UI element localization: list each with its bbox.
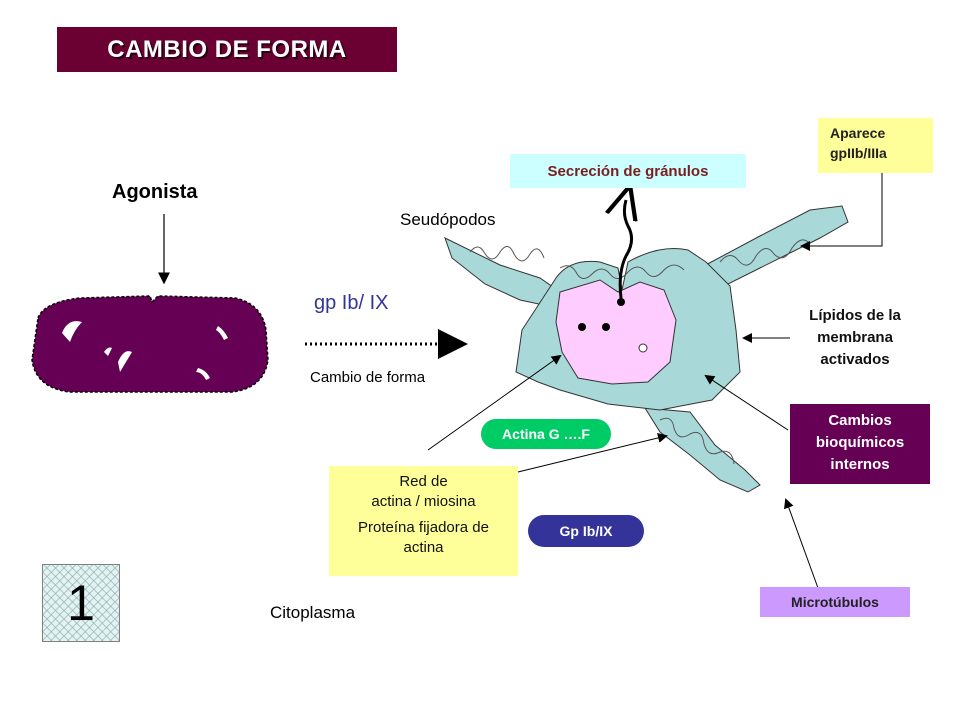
seudopodos-label: Seudópodos (400, 210, 496, 229)
microtubule-coil (719, 239, 811, 266)
resting-platelet (31, 295, 269, 393)
microtubule-coil (659, 417, 735, 465)
red-actina-box: Red de actina / miosina Proteína fijador… (329, 466, 518, 576)
granule (617, 298, 625, 306)
cambios-line: internos (830, 456, 890, 473)
cambios-line: Cambios (828, 412, 892, 429)
red-actina-pointer (427, 354, 562, 451)
gp-ib-ix-oval: Gp Ib/IX (528, 515, 644, 547)
cambios-box: Cambios bioquímicos internos (790, 404, 930, 484)
red-actina-line: Red de (399, 473, 448, 490)
aparece-connector (800, 170, 883, 251)
cambios-line: bioquímicos (815, 434, 905, 451)
resting-granule (62, 321, 82, 342)
agonista-label: Agonista (112, 181, 198, 203)
lipidos-line: membrana (817, 329, 893, 346)
granule (578, 323, 586, 331)
citoplasma-label: Citoplasma (270, 603, 356, 622)
page-title: CAMBIO DE FORMA (57, 27, 397, 72)
resting-granule (118, 351, 132, 372)
slide-number: 1 (42, 564, 120, 642)
lipidos-line: activados (820, 351, 890, 368)
red-actina-line: actina (403, 539, 444, 556)
red-actina-line: actina / miosina (371, 493, 476, 510)
granule (602, 323, 610, 331)
aparece-box: Aparece gpIIb/IIIa (818, 118, 933, 173)
microtubule-coil (469, 246, 545, 262)
lipidos-label: Lípidos de la membrana activados (780, 305, 930, 371)
secrecion-box: Secreción de gránulos (510, 154, 746, 188)
red-actina-line: Proteína fijadora de (358, 519, 489, 536)
resting-granule (104, 347, 112, 356)
aparece-line: gpIIb/IIIa (830, 145, 887, 161)
gp-ib-pointer (517, 433, 668, 473)
granule-zone (555, 279, 677, 385)
actina-g-oval: Actina G ….F (481, 419, 611, 449)
granule (638, 343, 648, 353)
resting-granule (216, 326, 228, 340)
aparece-line: Aparece (830, 125, 886, 141)
cambios-pointer (704, 374, 789, 431)
lipidos-line: Lípidos de la (809, 307, 901, 324)
secretion-arrow (620, 200, 631, 299)
resting-granule (196, 368, 210, 380)
pseudopod (644, 407, 761, 493)
microtubule-coil (559, 264, 685, 279)
microtubulos-pointer (784, 498, 819, 589)
cambio-de-forma-label: Cambio de forma (310, 369, 426, 386)
gp-ib-ix-label: gp Ib/ IX (314, 292, 389, 314)
microtubulos-box: Microtúbulos (760, 587, 910, 617)
